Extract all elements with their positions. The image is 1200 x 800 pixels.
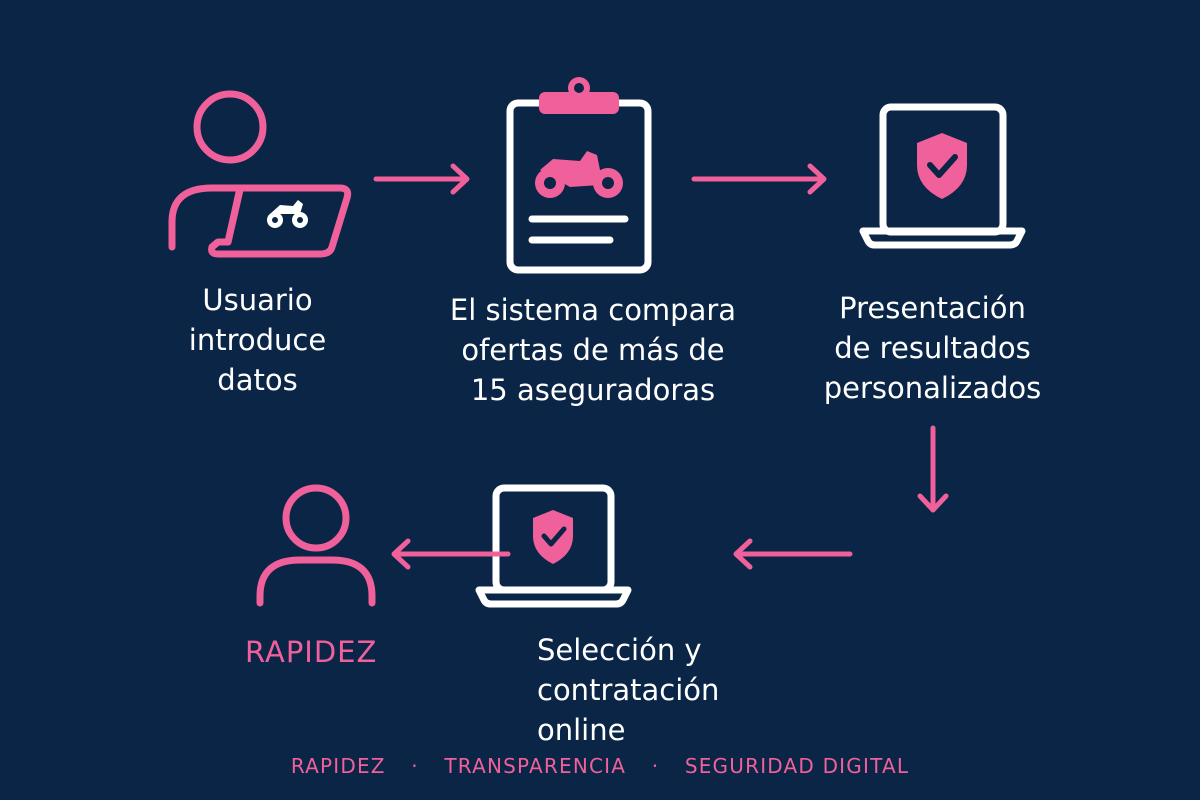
arrow-left-icon xyxy=(730,537,855,571)
step-5-label: RAPIDEZ xyxy=(245,635,378,669)
footer-item-1: RAPIDEZ xyxy=(290,754,386,778)
footer-separator: · xyxy=(651,754,660,778)
user-with-laptop-icon xyxy=(160,90,360,262)
laptop-shield-icon xyxy=(859,103,1026,249)
footer-item-3: SEGURIDAD DIGITAL xyxy=(684,754,910,778)
arrow-down-icon xyxy=(916,425,950,515)
footer-tagline: RAPIDEZ · TRANSPARENCIA · SEGURIDAD DIGI… xyxy=(0,754,1200,778)
arrow-right-icon xyxy=(373,162,473,196)
step-1-label: Usuario introduce datos xyxy=(188,283,327,397)
step-3-label: Presentación de resultados personalizado… xyxy=(823,291,1042,405)
step-2-label: El sistema compara ofertas de más de 15 … xyxy=(449,293,737,407)
clipboard-motorcycle-icon xyxy=(505,75,655,275)
step-4-label: Selección y contratación online xyxy=(537,633,720,747)
laptop-shield-icon xyxy=(475,484,632,609)
footer-item-2: TRANSPARENCIA xyxy=(444,754,627,778)
arrow-left-icon xyxy=(388,537,513,571)
user-icon xyxy=(250,478,382,610)
arrow-right-icon xyxy=(691,162,831,196)
footer-separator: · xyxy=(411,754,419,778)
